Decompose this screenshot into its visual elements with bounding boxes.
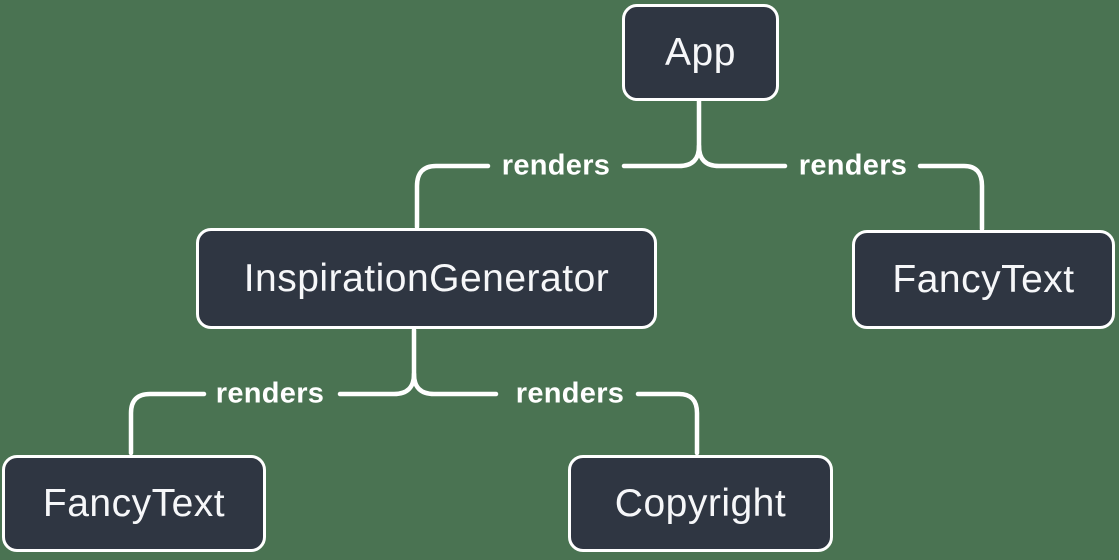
edge-label-renders-inspirationgenerator-fancytext: renders bbox=[215, 377, 325, 410]
edge-app-to-fancytext-segment-1 bbox=[696, 143, 788, 169]
node-app: App bbox=[622, 4, 779, 101]
edge-label-renders-app-fancytext: renders bbox=[798, 149, 908, 182]
node-copyright: Copyright bbox=[568, 455, 833, 552]
edge-app-to-inspirationgenerator-segment-2 bbox=[414, 163, 491, 230]
edge-inspirationgenerator-to-copyright-segment-1 bbox=[411, 371, 499, 397]
edge-app-to-fancytext-segment-2 bbox=[917, 163, 985, 232]
edge-label-renders-app-inspirationgenerator: renders bbox=[501, 149, 611, 182]
node-fancy-text-right: FancyText bbox=[852, 230, 1115, 329]
edge-inspirationgenerator-to-fancytext-segment-2 bbox=[128, 391, 207, 456]
node-fancy-text-left: FancyText bbox=[2, 455, 266, 552]
node-inspiration-generator: InspirationGenerator bbox=[196, 228, 657, 329]
edge-inspirationgenerator-to-copyright-segment-2 bbox=[635, 391, 700, 456]
edge-label-renders-inspirationgenerator-copyright: renders bbox=[515, 377, 625, 410]
edge-inspirationgenerator-to-fancytext-segment-1 bbox=[337, 327, 417, 397]
edge-app-to-inspirationgenerator-segment-1 bbox=[621, 98, 702, 169]
